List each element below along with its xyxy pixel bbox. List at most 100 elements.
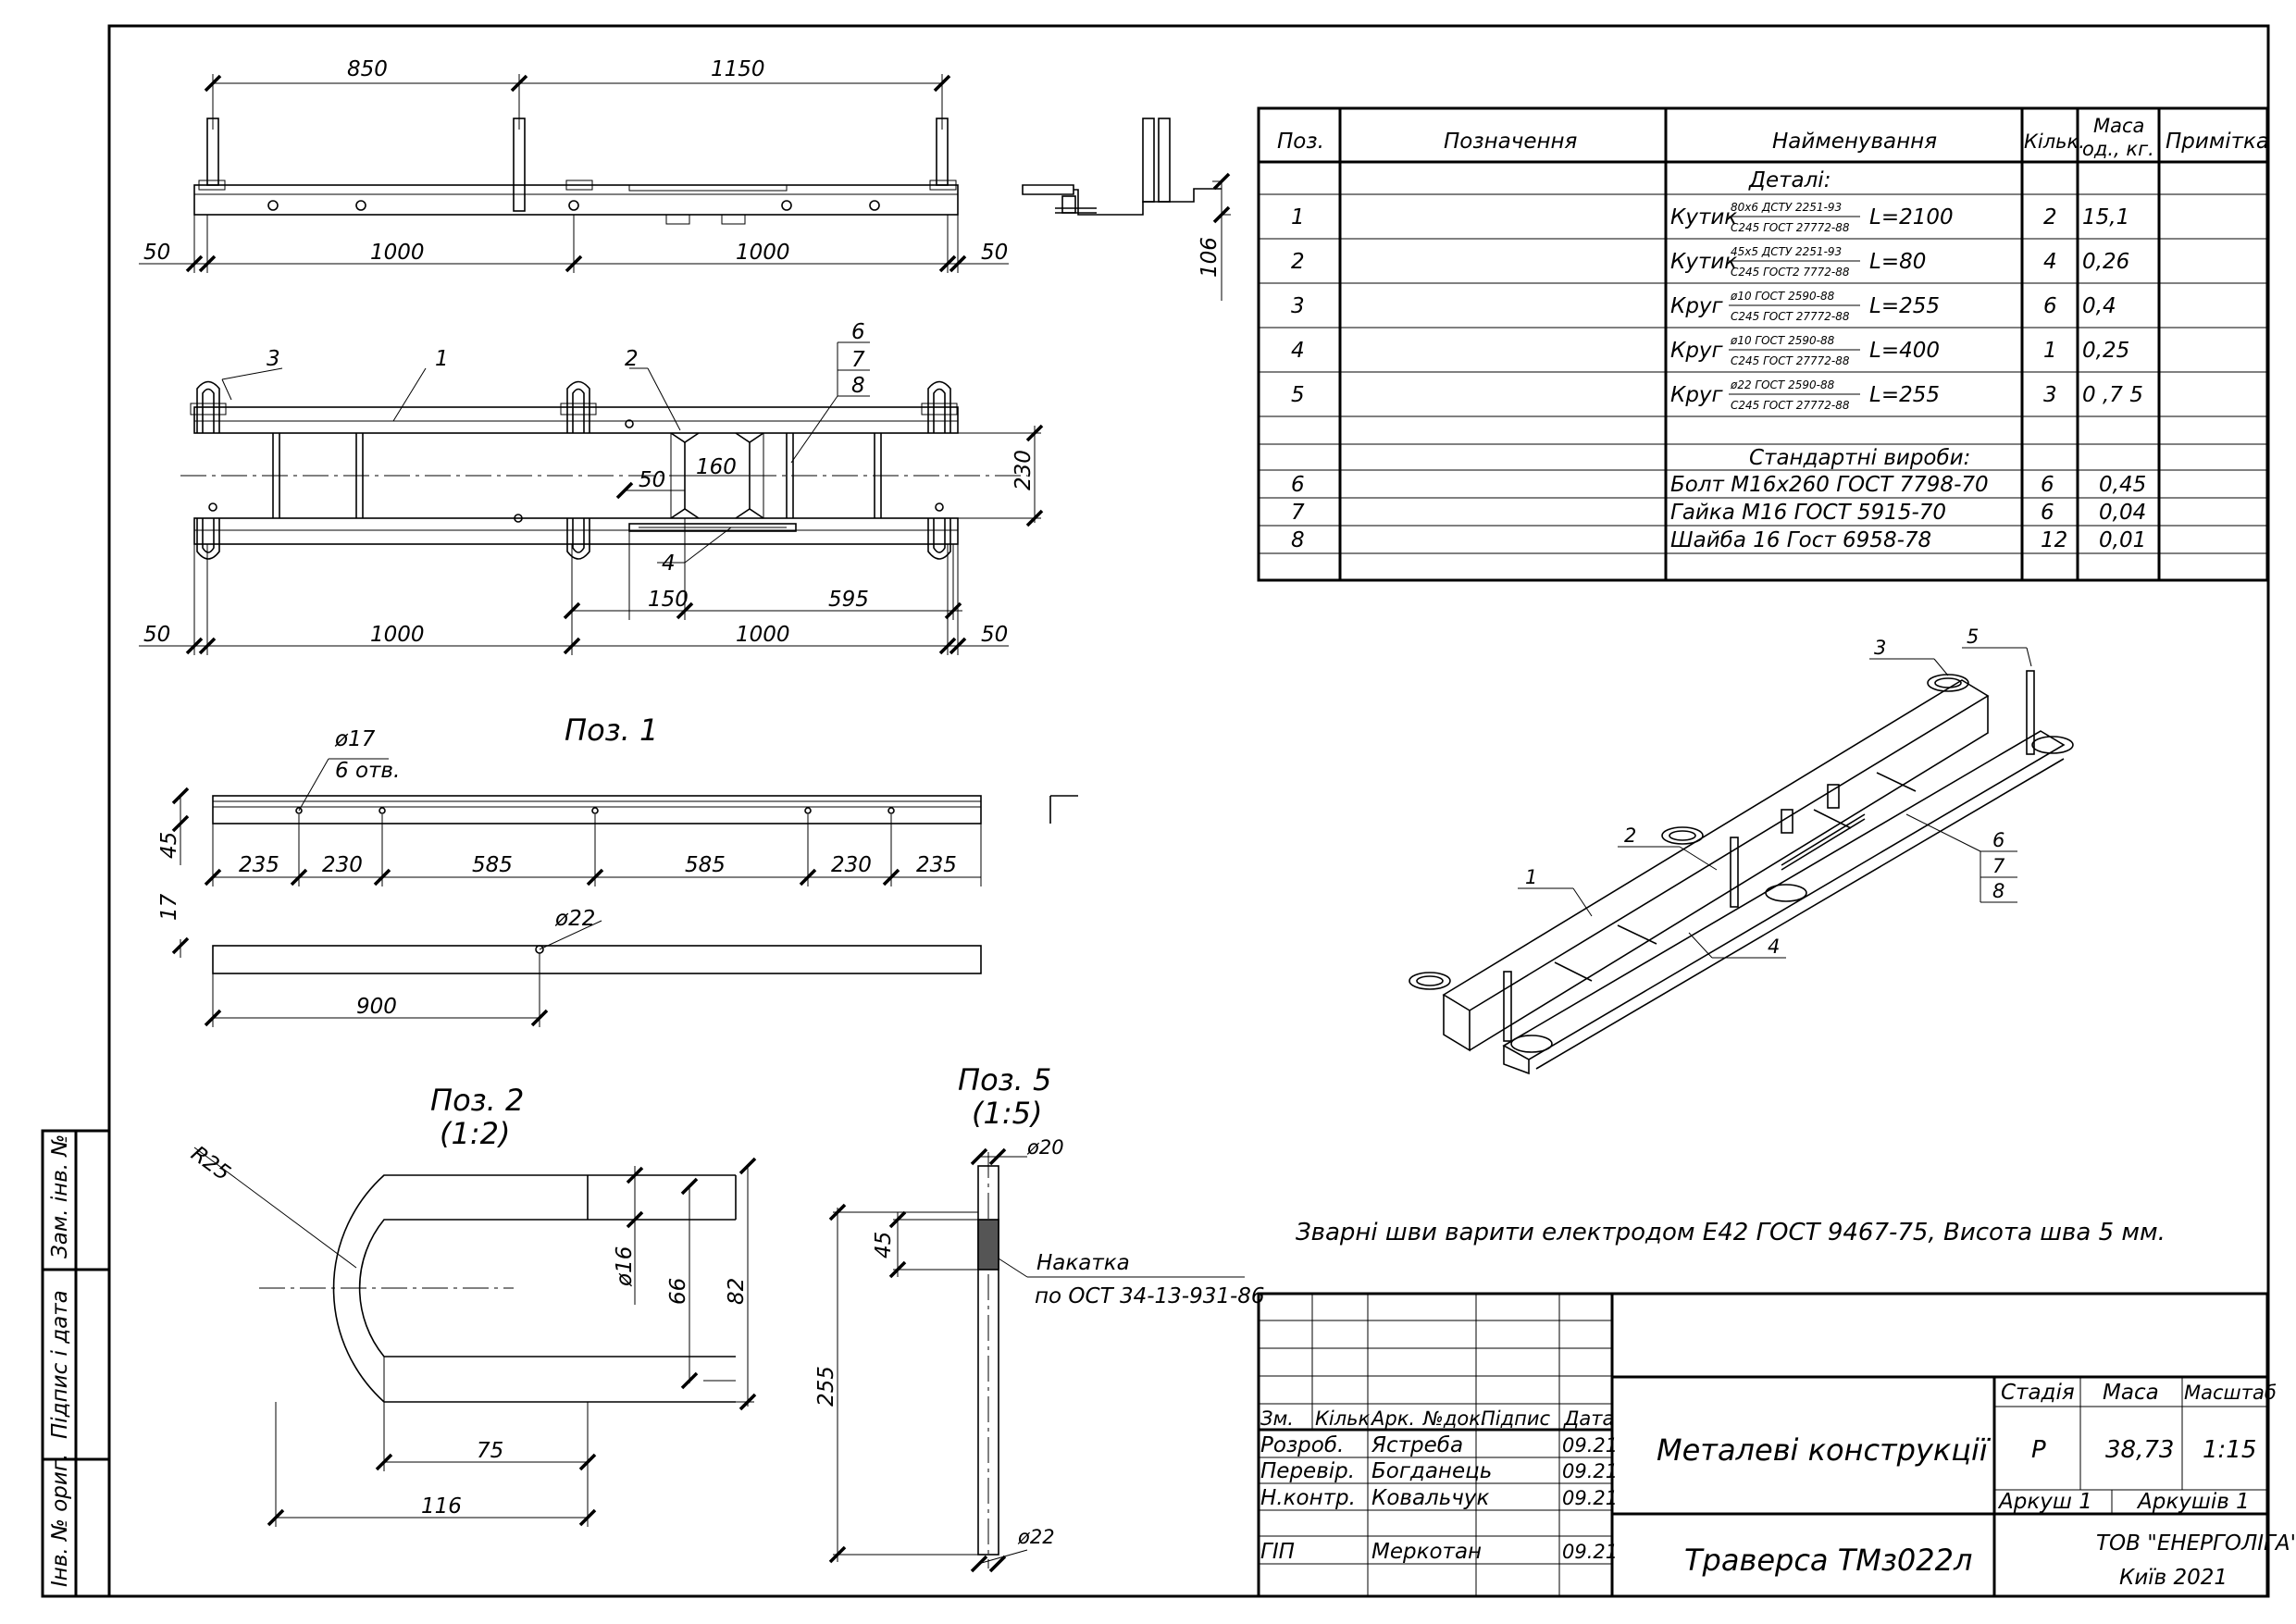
part-mass: 0 ,7 5 — [2082, 383, 2143, 407]
part-length: L=80 — [1869, 250, 1926, 274]
dim-1000-left: 1000 — [370, 241, 425, 265]
title-block: Зм. Кільк. Арк. №док. Підпис Дата Розроб… — [1257, 1292, 2296, 1598]
role-checker: Перевір. — [1260, 1459, 1355, 1483]
std-mass: 0,01 — [2099, 528, 2146, 552]
date-gip: 09.21 — [1562, 1541, 1618, 1563]
dim-1000-left-plan: 1000 — [370, 623, 425, 647]
iso-callout-6: 6 — [1992, 829, 2004, 851]
mass-value: 38,73 — [2105, 1436, 2174, 1464]
pos5-title: Поз. 5 — [958, 1062, 1051, 1097]
date-developer: 09.21 — [1562, 1434, 1618, 1457]
std-mass: 0,45 — [2099, 473, 2146, 497]
pos5-knurl-std: по ОСТ 34-13-931-86 — [1035, 1284, 1265, 1308]
dim-150: 150 — [648, 588, 689, 612]
std-name: Шайба 16 Гост 6958-78 — [1670, 528, 1931, 552]
dim-50-right-plan: 50 — [981, 623, 1008, 647]
part-kind: Круг — [1670, 339, 1724, 363]
std-qty: 12 — [2041, 528, 2067, 552]
scale-header: Масштаб — [2184, 1382, 2277, 1404]
stamp-replace-inv: Зам. інв. № — [48, 1134, 72, 1258]
hdr-note: Примітка — [2166, 130, 2269, 154]
date-checker: 09.21 — [1562, 1460, 1618, 1482]
callout-8: 8 — [851, 374, 865, 398]
pos1-dim-235a: 235 — [239, 853, 279, 877]
date-ncontrol: 09.21 — [1562, 1487, 1618, 1509]
std-pos: 7 — [1291, 501, 1305, 525]
part-length: L=255 — [1869, 383, 1940, 407]
part-profile: 80х6 ДСТУ 2251-93 — [1731, 201, 1842, 214]
part-mass: 0,4 — [2082, 294, 2116, 318]
hdr-qty: Кільк. — [2024, 130, 2085, 153]
hdr-mass2: од., кг. — [2082, 138, 2154, 160]
pos2-dim-len2: 116 — [421, 1494, 462, 1519]
plan-view: 3 1 2 6 7 8 4 50 160 150 595 — [139, 320, 1044, 655]
section-std: Стандартні вироби: — [1749, 446, 1970, 470]
dim-1000-right-plan: 1000 — [736, 623, 790, 647]
part-qty: 3 — [2043, 383, 2057, 407]
part-pos: 1 — [1291, 205, 1305, 229]
pos1-dim-235b: 235 — [916, 853, 957, 877]
dim-230: 230 — [1011, 450, 1036, 490]
part-pos: 3 — [1291, 294, 1305, 318]
pos1-hole-dia: ø17 — [334, 727, 376, 751]
part-pos: 2 — [1291, 250, 1305, 274]
iso-callout-8: 8 — [1992, 880, 2004, 902]
hdr-change: Зм. — [1260, 1407, 1294, 1430]
pos1-flange-dim: 17 — [157, 893, 181, 921]
part-profile: ø22 ГОСТ 2590-88 — [1730, 378, 1835, 391]
weld-note: Зварні шви варити електродом Е42 ГОСТ 94… — [1296, 1219, 2166, 1246]
pos1-length2: 900 — [356, 995, 397, 1019]
top-view: 850 1150 50 1000 1000 50 — [139, 57, 1009, 273]
part-length: L=2100 — [1869, 205, 1954, 229]
pos2-dim-inner: 66 — [666, 1278, 690, 1305]
part-mass: 0,26 — [2082, 250, 2129, 274]
pos5-knurl-len: 45 — [872, 1232, 896, 1258]
callout-4: 4 — [662, 552, 676, 576]
part-steel: С245 ГОСТ 27772-88 — [1731, 310, 1850, 323]
pos2-dim-len1: 75 — [477, 1439, 503, 1463]
part-pos: 4 — [1291, 339, 1305, 363]
std-qty: 6 — [2041, 473, 2054, 497]
name-developer: Ястреба — [1371, 1433, 1463, 1457]
pos1-holes — [295, 807, 895, 814]
hdr-doc: №док. — [1422, 1407, 1487, 1430]
hdr-qty-tb: Кільк. — [1315, 1407, 1376, 1430]
item-name: Траверса ТМз022л — [1684, 1543, 1972, 1578]
pos5-knurl-label: Накатка — [1036, 1251, 1130, 1275]
part-kind: Кутик — [1670, 250, 1737, 274]
callout-3: 3 — [267, 347, 280, 371]
hdr-date: Дата — [1563, 1407, 1614, 1430]
part-profile: ø10 ГОСТ 2590-88 — [1730, 290, 1835, 303]
dim-1150: 1150 — [711, 57, 765, 81]
pos1-dim-585b: 585 — [685, 853, 726, 877]
pos1-hole-count: 6 отв. — [335, 759, 400, 783]
pos5-dia-top: ø20 — [1026, 1136, 1064, 1159]
callout-7: 7 — [851, 348, 865, 372]
angle-section-icon — [1049, 795, 1078, 824]
name-gip: Меркотан — [1371, 1540, 1482, 1564]
iso-callout-3: 3 — [1874, 637, 1886, 659]
part-mass: 0,25 — [2082, 339, 2129, 363]
role-gip: ГІП — [1260, 1540, 1295, 1564]
dim-50-right: 50 — [981, 241, 1008, 265]
stamp-signature-date: Підпис і дата — [48, 1290, 72, 1439]
callout-2: 2 — [625, 347, 639, 371]
dim-850: 850 — [347, 57, 388, 81]
pos1-height-dim: 45 — [157, 832, 181, 859]
pos1-title: Поз. 1 — [565, 713, 658, 748]
iso-callout-7: 7 — [1992, 855, 2005, 877]
dim-50-left-plan: 50 — [143, 623, 170, 647]
part-qty: 4 — [2043, 250, 2057, 274]
hdr-signature: Підпис — [1481, 1407, 1551, 1430]
sheet-number: Аркуш 1 — [1997, 1490, 2092, 1514]
side-stamp: Інв. № ориг. Підпис і дата Зам. інв. № — [41, 1129, 111, 1598]
pos2-view: Поз. 2 (1:2) R25 ø16 66 82 — [186, 1083, 757, 1527]
stamp-inv-orig: Інв. № ориг. — [48, 1454, 72, 1587]
iso-callout-2: 2 — [1624, 824, 1636, 847]
sheets-total: Аркушів 1 — [2136, 1490, 2250, 1514]
iso-callout-5: 5 — [1967, 626, 1979, 648]
dim-1000-right: 1000 — [736, 241, 790, 265]
std-pos: 6 — [1291, 473, 1305, 497]
